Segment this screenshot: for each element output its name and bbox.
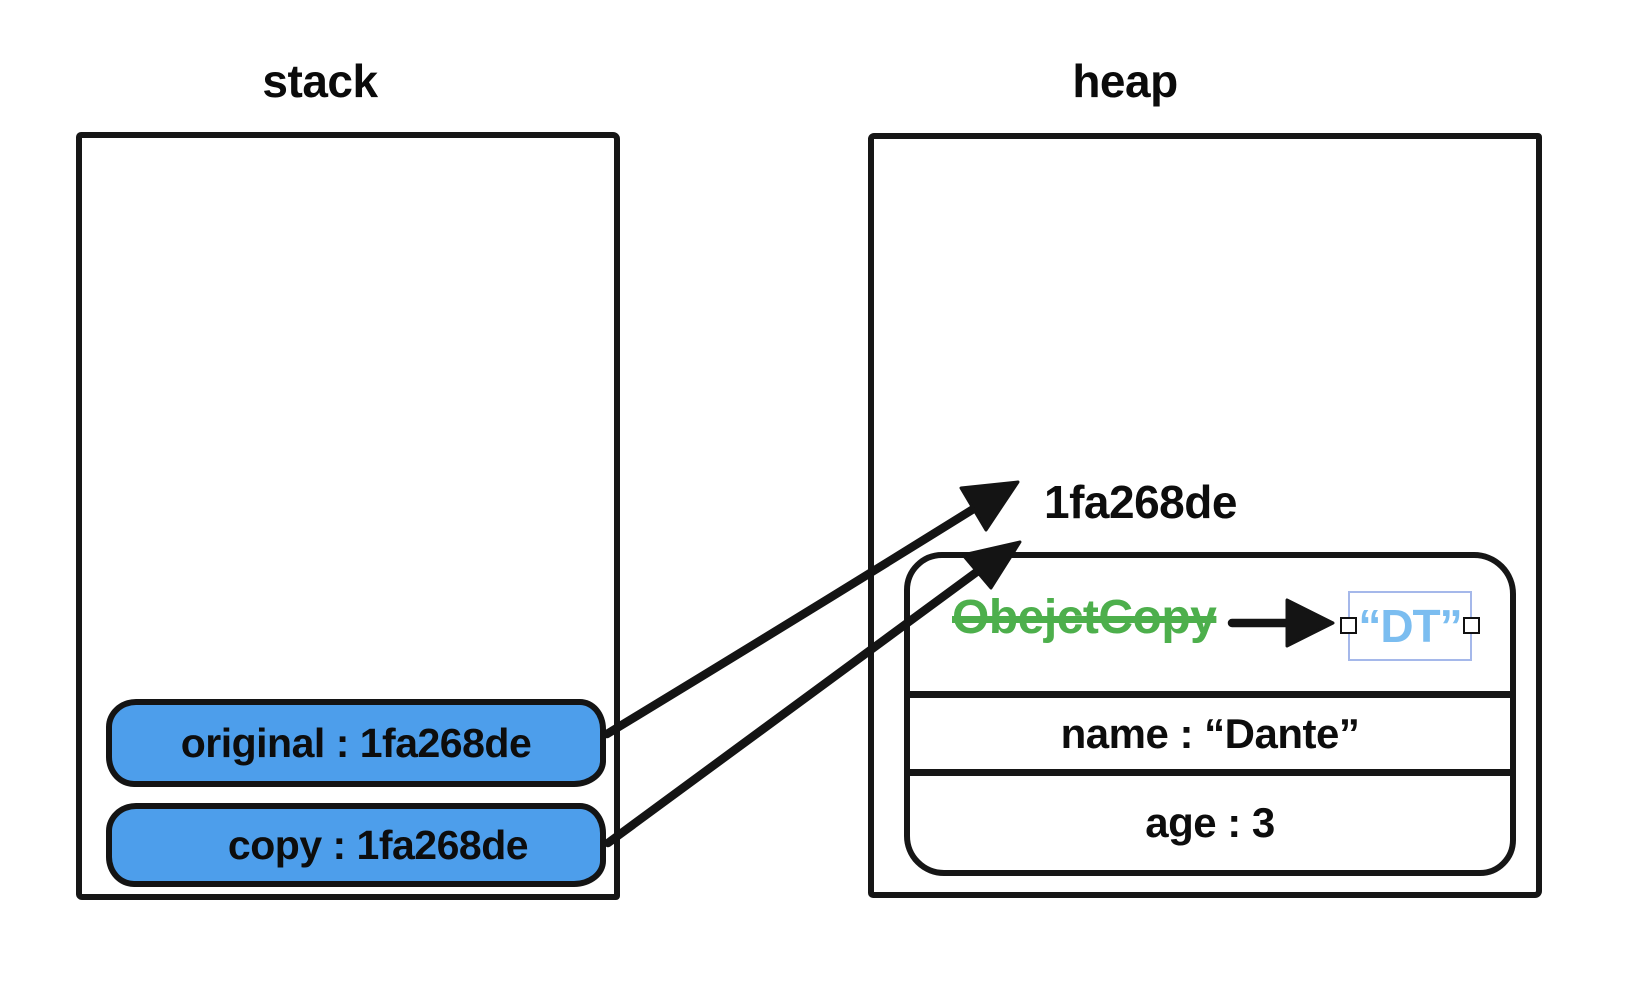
pill-copy[interactable]: copy : 1fa268de	[106, 803, 606, 887]
field-name-label: name : “Dante”	[1060, 710, 1360, 757]
pill-original[interactable]: original : 1fa268de	[106, 699, 606, 787]
value-selection-box[interactable]: “DT”	[1340, 591, 1480, 661]
stack-box[interactable]: original : 1fa268de copy : 1fa268de	[76, 132, 620, 900]
class-name-label[interactable]: ObejctCopy	[952, 591, 1217, 644]
heap-address-label[interactable]: 1fa268de	[1044, 476, 1237, 528]
original-ref-arrow[interactable]	[602, 480, 1020, 739]
field-row-name: name : “Dante”	[910, 698, 1510, 770]
copy-ref-arrow[interactable]	[603, 540, 1022, 848]
row-separator	[908, 769, 1512, 776]
value-label: “DT”	[1358, 600, 1462, 652]
pill-original-label: original : 1fa268de	[180, 719, 532, 766]
heap-title[interactable]: heap	[1072, 55, 1178, 107]
selection-handle-left[interactable]	[1340, 617, 1357, 634]
field-age-label: age : 3	[1145, 799, 1275, 846]
objectcopy-value-arrow[interactable]	[1227, 598, 1335, 648]
stack-title[interactable]: stack	[262, 55, 378, 107]
pill-copy-label: copy : 1fa268de	[227, 821, 529, 868]
object-card[interactable]: ObejctCopy “DT” name : “Dante” age : 3	[904, 552, 1516, 876]
row-separator	[908, 691, 1512, 698]
field-row-age: age : 3	[910, 776, 1510, 870]
heap-box[interactable]: 1fa268de ObejctCopy “DT” name : “Dante” …	[868, 133, 1542, 898]
selection-handle-right[interactable]	[1463, 617, 1480, 634]
